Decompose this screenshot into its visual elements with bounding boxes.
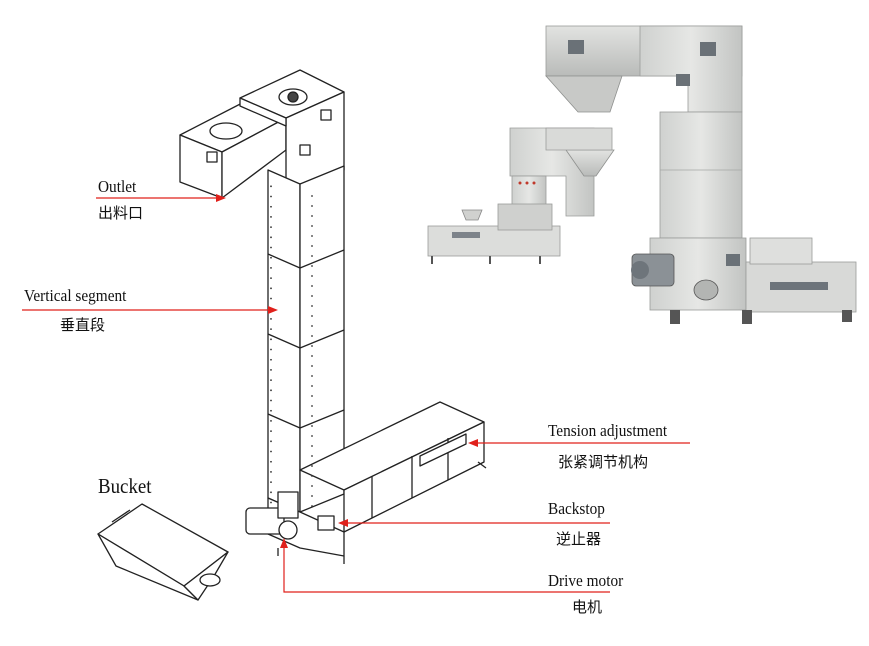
bolt-dot (311, 265, 313, 267)
tension-label-cn: 张紧调节机构 (558, 453, 649, 471)
bolt-dot (311, 305, 313, 307)
bolt-dot (270, 246, 272, 249)
bolt-dot (270, 358, 272, 361)
bolt-dot (311, 385, 313, 387)
bolt-dot (270, 195, 272, 198)
bolt-dot (270, 420, 272, 422)
bolt-dot (270, 236, 272, 239)
bolt-dot (270, 430, 272, 433)
bolt-dot (311, 345, 313, 347)
bolt-dot (311, 445, 313, 447)
bolt-dot (311, 425, 313, 427)
bolt-dot (311, 195, 313, 197)
bolt-dot (311, 365, 313, 367)
motor-body (245, 507, 285, 535)
vertical-label-cn: 垂直段 (60, 316, 106, 334)
bucket-label: Bucket (98, 474, 152, 498)
bolt-dot (311, 495, 313, 497)
photo-large-machine (545, 25, 857, 324)
bolt-dot (270, 185, 272, 188)
bolt-dot (311, 315, 313, 317)
bolt-dot (270, 348, 272, 351)
bolt-dot (311, 415, 313, 417)
bolt-dot (270, 460, 272, 463)
line-drawing (179, 69, 487, 564)
bolt-dot (311, 335, 313, 337)
bolt-dot (311, 205, 313, 207)
bolt-dot (311, 275, 313, 277)
backstop-label-cn: 逆止器 (556, 530, 602, 548)
bolt-dot (311, 505, 313, 507)
backstop-body (317, 515, 335, 531)
bolt-dot (270, 256, 272, 259)
bolt-dot (311, 485, 313, 487)
bolt-dot (270, 297, 272, 300)
photo-small-machine (427, 127, 615, 264)
bolt-dot (311, 475, 313, 477)
bolt-dot (311, 295, 313, 297)
bolt-dot (270, 328, 272, 331)
bolt-dot (270, 450, 272, 453)
bolt-dot (270, 318, 272, 320)
bolt-dot (270, 338, 272, 341)
motor-label-cn: 电机 (572, 598, 603, 616)
leader-motor (283, 540, 610, 593)
bolt-dot (311, 395, 313, 397)
bolt-dot (270, 226, 272, 229)
leader-lines (22, 197, 690, 593)
bolt-dot (311, 325, 313, 327)
outlet-label-en: Outlet (98, 177, 137, 196)
bolt-dot (311, 255, 313, 257)
bolt-dot (270, 399, 272, 402)
bolt-dot (270, 389, 272, 392)
bolt-dot (311, 355, 313, 357)
bolt-dot (311, 215, 313, 217)
bolt-dot (270, 491, 272, 494)
bolt-dot (311, 405, 313, 407)
bolt-dot (270, 216, 272, 218)
bolt-dot (311, 235, 313, 237)
bolt-dot (311, 455, 313, 457)
bolt-dot (270, 440, 272, 443)
bolt-dot (270, 501, 272, 504)
bolt-dot (270, 471, 272, 473)
bolt-dot (270, 369, 272, 371)
bolt-dot (270, 287, 272, 290)
bolt-dot (311, 435, 313, 437)
bolt-dot (270, 379, 272, 382)
bolt-dot (311, 465, 313, 467)
tension-label-en: Tension adjustment (548, 421, 668, 440)
bolt-dot (311, 225, 313, 227)
vertical-label-en: Vertical segment (24, 286, 127, 305)
bolt-dot (270, 267, 272, 269)
outlet-label-cn: 出料口 (98, 204, 144, 222)
motor-label-en: Drive motor (548, 571, 624, 590)
bolt-dot (311, 245, 313, 247)
backstop-label-en: Backstop (548, 499, 605, 518)
bolt-dot (270, 205, 272, 208)
bolt-dots (270, 185, 313, 507)
bolt-dot (270, 481, 272, 484)
bucket-drawing (97, 503, 229, 601)
bolt-dot (311, 375, 313, 377)
leader-arrows (216, 194, 478, 548)
bolt-dot (270, 277, 272, 280)
bolt-dot (311, 285, 313, 287)
bolt-dot (270, 409, 272, 412)
